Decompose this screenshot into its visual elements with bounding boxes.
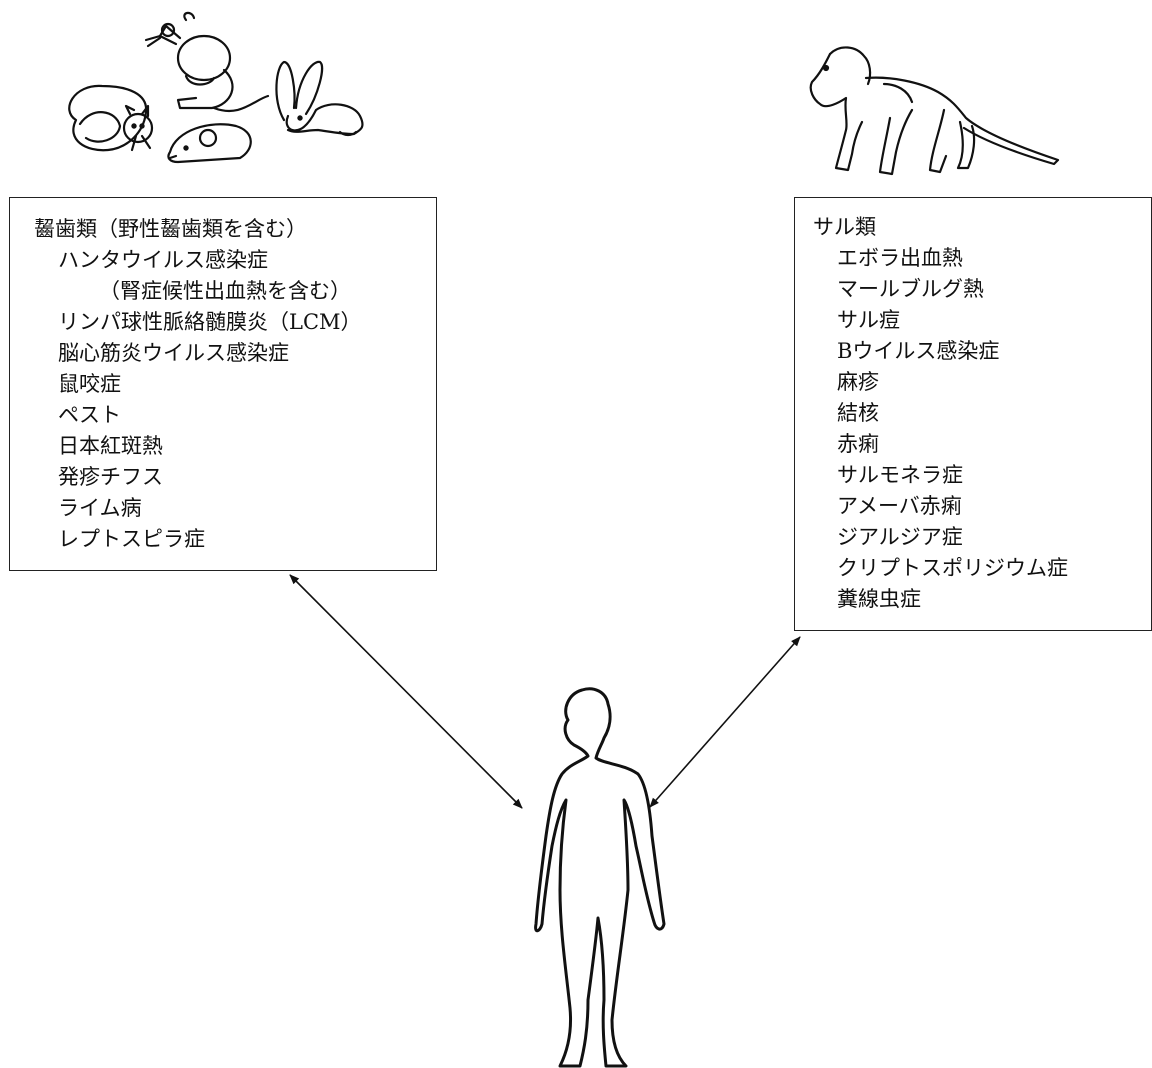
- disease-item: サルモネラ症: [837, 463, 963, 487]
- disease-item: アメーバ赤痢: [837, 494, 962, 518]
- monkey-icon: [809, 46, 1060, 176]
- disease-item: 結核: [837, 401, 879, 425]
- rodent-disease-box: 齧歯類（野性齧歯類を含む） ハンタウイルス感染症 （腎症候性出血熱を含む） リン…: [9, 197, 437, 571]
- disease-item: 日本紅斑熱: [58, 434, 163, 458]
- disease-item: 発疹チフス: [58, 465, 163, 489]
- arrow-monkeys-human: [649, 636, 801, 808]
- disease-item: 糞線虫症: [837, 587, 921, 611]
- disease-item: ペスト: [58, 403, 121, 427]
- arrow-rodents-human: [289, 574, 523, 809]
- mouse-icon: [144, 11, 270, 113]
- rabbit-icon: [275, 60, 364, 137]
- disease-item: ライム病: [58, 496, 142, 520]
- human-figure-icon: [534, 687, 666, 1068]
- disease-item: ジアルジア症: [837, 525, 963, 549]
- disease-item: 麻疹: [837, 370, 879, 394]
- disease-item: 鼠咬症: [58, 372, 121, 396]
- rodent-disease-list: ハンタウイルス感染症 （腎症候性出血熱を含む） リンパ球性脈絡髄膜炎（LCM） …: [34, 245, 436, 555]
- disease-item-note: （腎症候性出血熱を含む）: [99, 279, 351, 303]
- disease-item: Bウイルス感染症: [837, 339, 1000, 363]
- mouse-icon: [68, 84, 154, 152]
- disease-item: 赤痢: [837, 432, 879, 456]
- disease-item: レプトスピラ症: [58, 527, 205, 551]
- disease-item: マールブルグ熱: [837, 277, 984, 301]
- disease-item: サル痘: [837, 308, 900, 332]
- hamster-icon: [167, 123, 252, 164]
- rodent-illustrations: [68, 11, 364, 164]
- monkey-box-title: サル類: [813, 215, 876, 239]
- monkey-disease-list: エボラ出血熱 マールブルグ熱 サル痘 Bウイルス感染症 麻疹 結核 赤痢 サルモ…: [813, 243, 1151, 615]
- disease-item: ハンタウイルス感染症: [58, 248, 268, 272]
- disease-item: クリプトスポリジウム症: [837, 556, 1068, 580]
- disease-item: エボラ出血熱: [837, 246, 963, 270]
- disease-item: 脳心筋炎ウイルス感染症: [58, 341, 289, 365]
- monkey-disease-box: サル類 エボラ出血熱 マールブルグ熱 サル痘 Bウイルス感染症 麻疹 結核 赤痢…: [794, 197, 1152, 631]
- rodent-box-title: 齧歯類（野性齧歯類を含む）: [34, 217, 307, 241]
- disease-item: リンパ球性脈絡髄膜炎（LCM）: [58, 310, 362, 334]
